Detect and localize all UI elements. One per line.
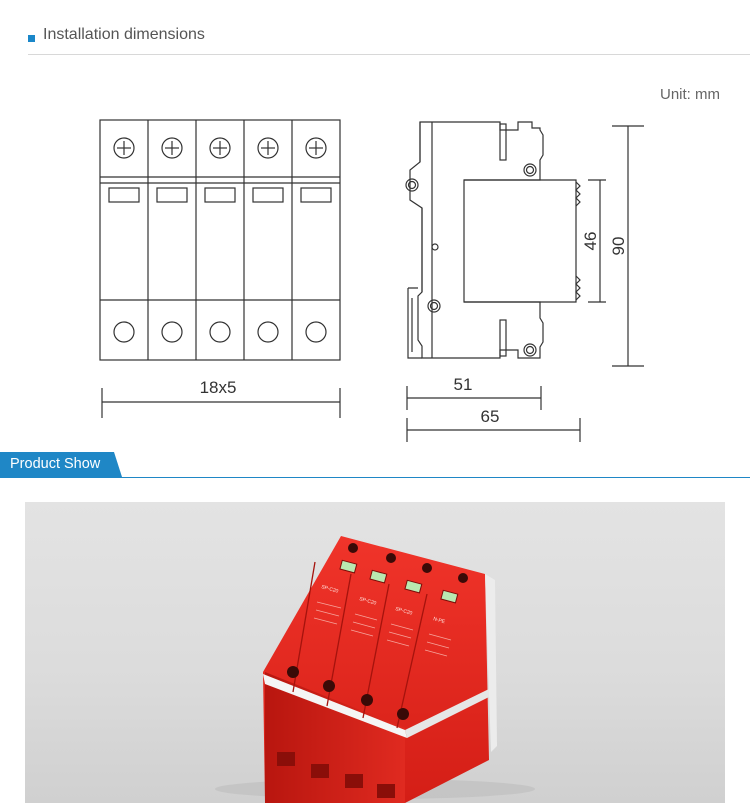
installation-title: Installation dimensions: [43, 26, 205, 43]
dimension-46: 46: [581, 232, 600, 251]
side-view: [405, 121, 581, 359]
module-label-2: SP-C20: [358, 596, 377, 607]
indicator-windows: [108, 187, 332, 203]
front-width-dimension: [101, 388, 341, 418]
unit-label: Unit: mm: [660, 86, 720, 103]
terminal-screws: [113, 137, 327, 159]
height-dimensions: [588, 125, 644, 367]
module-label-3: SP-C20: [394, 606, 413, 617]
bottom-holes: [113, 321, 327, 343]
front-view: [99, 119, 341, 361]
dimension-51: 51: [454, 375, 473, 394]
surge-protector-illustration: SP-C20 SP-C20 SP-C20 N-PE: [215, 536, 535, 803]
bottom-screw-holes: [287, 666, 409, 720]
indicator-windows-photo: [339, 559, 459, 604]
dimension-90: 90: [609, 237, 628, 256]
product-show-tab: Product Show: [0, 452, 122, 477]
print-lines: [313, 601, 452, 657]
square-bullet-icon: [28, 35, 35, 42]
top-screw-holes: [348, 543, 468, 583]
module-label-4: N-PE: [432, 616, 446, 625]
product-photo: SP-C20 SP-C20 SP-C20 N-PE: [25, 502, 725, 803]
dimension-18x5: 18x5: [200, 378, 237, 397]
dimension-65: 65: [481, 407, 500, 426]
installation-section-header: Installation dimensions: [28, 24, 750, 55]
module-labels-photo: SP-C20 SP-C20 SP-C20 N-PE: [320, 584, 446, 625]
side-depth-dimensions: [406, 386, 581, 442]
dimension-drawing: 18x5 51 65 46 90: [99, 119, 644, 442]
bottom-slots: [277, 752, 395, 798]
module-label-1: SP-C20: [320, 584, 339, 595]
product-section-header: Product Show: [0, 452, 750, 478]
